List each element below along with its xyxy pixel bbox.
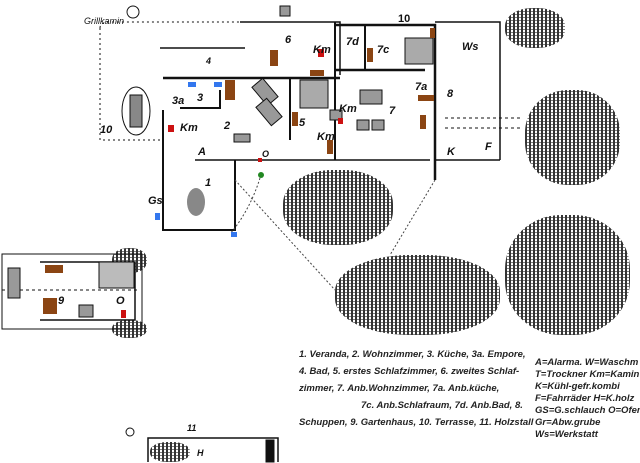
legend-line: 1. Veranda, 2. Wohnzimmer, 3. Küche, 3a.… — [299, 349, 526, 360]
legend-line: 7c. Anb.Schlafraum, 7d. Anb.Bad, 8. — [361, 400, 523, 411]
label-room-8: 8 — [447, 88, 454, 100]
legend-line: K=Kühl-gefr.kombi — [535, 381, 620, 392]
label-kaminholz: H — [197, 448, 204, 458]
label-ofen-shed: O — [116, 295, 125, 307]
label-alarm: A — [198, 146, 206, 158]
label-grillkamin: Grillkamin — [84, 16, 125, 26]
tree-cluster-garden — [335, 255, 500, 335]
tree-cluster-right — [525, 90, 620, 185]
label-room-7: 7 — [389, 105, 396, 117]
legend-line: Ws=Werkstatt — [535, 429, 598, 440]
label-terrace-top: 10 — [398, 13, 411, 25]
legend-line: GS=G.schlauch O=Ofen — [535, 405, 640, 416]
legend-line: T=Trockner Km=Kamin — [535, 369, 640, 380]
tree-cluster-top-right — [505, 8, 565, 48]
label-kamin-1: Km — [180, 122, 198, 134]
abbreviation-legend: A=Alarma. W=Waschm T=Trockner Km=Kamin K… — [535, 357, 640, 441]
label-terrace-left: 10 — [100, 124, 113, 136]
label-ofen-house: O — [262, 149, 270, 159]
room-legend: 1. Veranda, 2. Wohnzimmer, 3. Küche, 3a.… — [299, 346, 533, 431]
label-room-2: 2 — [224, 120, 231, 132]
label-werkstatt: Ws — [462, 41, 479, 53]
label-room-3: 3 — [197, 92, 204, 104]
legend-line: A=Alarma. W=Waschm — [535, 357, 639, 368]
label-fahrraeder: F — [485, 141, 492, 153]
label-room-6: 6 — [285, 34, 292, 46]
label-gartenschlauch: Gs — [148, 195, 163, 207]
label-kuehlschrank: K — [447, 146, 455, 158]
label-room-7a: 7a — [415, 81, 428, 93]
label-room-7c: 7c — [377, 44, 390, 56]
label-room-3a: 3a — [172, 95, 185, 107]
legend-line: Gr=Abw.grube — [535, 417, 601, 428]
label-room-4: 4 — [206, 56, 212, 66]
label-room-9: 9 — [58, 295, 65, 307]
tree-cluster-center — [283, 170, 393, 245]
label-room-7d: 7d — [346, 36, 359, 48]
legend-line: F=Fahrräder H=K.holz — [535, 393, 635, 404]
label-kamin-2: Km — [313, 44, 331, 56]
legend-line: zimmer, 7. Anb.Wohnzimmer, 7a. Anb.küche… — [299, 383, 500, 394]
legend-line: 4. Bad, 5. erstes Schlafzimmer, 6. zweit… — [299, 366, 520, 377]
label-room-5: 5 — [299, 117, 306, 129]
tree-cluster-lower-right — [505, 215, 630, 335]
label-kamin-4: Km — [317, 131, 335, 143]
label-room-11: 11 — [187, 423, 197, 433]
label-room-1: 1 — [205, 177, 212, 189]
legend-line: Schuppen, 9. Gartenhaus, 10. Terrasse, 1… — [299, 417, 534, 428]
woodpile — [150, 442, 190, 462]
label-kamin-3: Km — [339, 103, 357, 115]
